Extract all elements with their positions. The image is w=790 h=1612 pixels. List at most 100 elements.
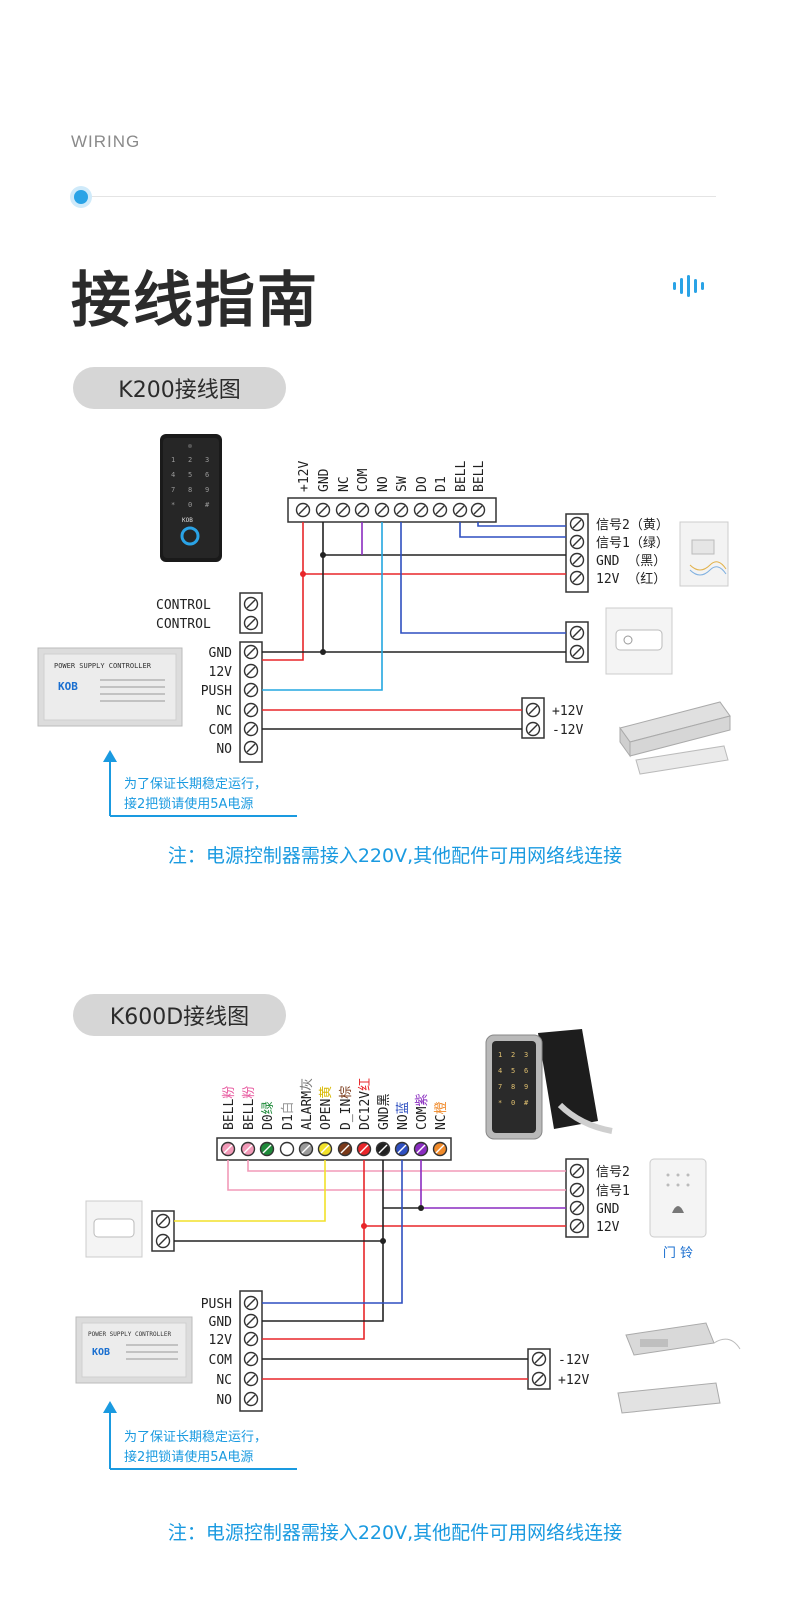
svg-text:5: 5 bbox=[511, 1067, 515, 1075]
k200-bell-screw bbox=[569, 570, 585, 586]
k200-terminal-label: D1 bbox=[434, 476, 449, 492]
svg-text:4: 4 bbox=[498, 1067, 502, 1075]
k600d-terminal-color: 蓝 bbox=[396, 1101, 411, 1114]
k600d-terminal-name: BELL bbox=[242, 1099, 257, 1130]
k200-control-block: CONTROL CONTROL bbox=[156, 592, 263, 634]
k200-terminal-screw bbox=[393, 502, 409, 518]
k600d-terminal-name: GND bbox=[377, 1106, 392, 1130]
k600d-terminal-screw bbox=[356, 1141, 372, 1157]
k600d-section-label: K600D接线图 bbox=[73, 994, 286, 1036]
k600d-psu-screw bbox=[243, 1331, 259, 1347]
k600d-terminal-screw bbox=[279, 1141, 295, 1157]
k200-terminal-label: GND bbox=[317, 468, 332, 492]
k600d-terminal-color: 橙 bbox=[434, 1101, 449, 1114]
k600d-terminal-color: 粉 bbox=[222, 1086, 237, 1099]
k200-terminal-screw bbox=[432, 502, 448, 518]
k200-terminal-screw bbox=[374, 502, 390, 518]
svg-text:#: # bbox=[524, 1099, 529, 1107]
k200-bell-screw bbox=[569, 534, 585, 550]
k200-footer-note: 注：电源控制器需接入220V,其他配件可用网络线连接 bbox=[168, 845, 622, 867]
k600d-terminal-label: GND黑 bbox=[377, 1094, 392, 1131]
svg-text:8: 8 bbox=[188, 486, 192, 494]
k600d-terminal-screw bbox=[317, 1141, 333, 1157]
k600d-terminal-label: NC橙 bbox=[434, 1101, 449, 1130]
k600d-terminal-label: D_IN棕 bbox=[339, 1086, 354, 1130]
k600d-terminal-color: 黄 bbox=[319, 1086, 334, 1099]
k600d-terminal-color: 黑 bbox=[377, 1094, 392, 1107]
k600d-terminal-screw bbox=[413, 1141, 429, 1157]
control-screw bbox=[243, 596, 259, 612]
k200-bell-terminal-label: 12V （红） bbox=[596, 571, 666, 587]
k200-bell-screw bbox=[569, 516, 585, 532]
section-kicker: WIRING bbox=[71, 132, 141, 151]
k200-note-line1: 为了保证长期稳定运行， bbox=[124, 776, 267, 792]
k200-keypad-brand: KOB bbox=[182, 517, 193, 524]
svg-text:7: 7 bbox=[171, 486, 175, 494]
svg-text:1: 1 bbox=[171, 456, 175, 464]
k600d-terminal-name: DC12V bbox=[358, 1091, 373, 1130]
svg-text:3: 3 bbox=[524, 1051, 528, 1059]
k200-terminal-label: NC bbox=[337, 476, 352, 492]
k600d-exit-screw bbox=[155, 1233, 171, 1249]
k600d-terminal-name: NO bbox=[396, 1114, 411, 1130]
k200-psu-screw bbox=[243, 644, 259, 660]
k600d-terminal-name: D0 bbox=[261, 1114, 276, 1130]
control-label-1: CONTROL bbox=[156, 598, 211, 613]
svg-text:1: 1 bbox=[498, 1051, 502, 1059]
k600d-terminal-name: NC bbox=[434, 1114, 449, 1130]
k200-bell-terminal-label: 信号1（绿） bbox=[596, 536, 669, 551]
k600d-bell-terminal-block bbox=[565, 1158, 589, 1238]
svg-text:*: * bbox=[498, 1099, 502, 1107]
k600d-psu-brand: KOB bbox=[92, 1347, 110, 1358]
k600d-terminal-label: NO蓝 bbox=[396, 1101, 411, 1130]
k200-lock-terminal-label: -12V bbox=[552, 723, 583, 738]
k600d-terminal-screw bbox=[432, 1141, 448, 1157]
k600d-bell-label: 门 铃 bbox=[663, 1246, 693, 1261]
k200-lock-screw bbox=[525, 721, 541, 737]
k200-psu-terminal-label: PUSH bbox=[201, 684, 232, 699]
k600d-bell-terminal-label: 12V bbox=[596, 1220, 620, 1235]
k200-psu-screw bbox=[243, 721, 259, 737]
svg-text:0: 0 bbox=[188, 501, 192, 509]
k600d-lock-screw bbox=[531, 1371, 547, 1387]
k200-section-label: K200接线图 bbox=[73, 367, 286, 409]
k600d-psu-screw bbox=[243, 1391, 259, 1407]
k600d-terminal-color: 绿 bbox=[261, 1101, 276, 1114]
svg-text:9: 9 bbox=[524, 1083, 528, 1091]
k200-terminal-screw bbox=[354, 502, 370, 518]
k600d-psu-label: POWER SUPPLY CONTROLLER bbox=[88, 1331, 171, 1338]
svg-text:#: # bbox=[205, 501, 210, 509]
k200-maglock-device bbox=[619, 701, 731, 775]
k600d-terminal-name: COM bbox=[415, 1106, 430, 1130]
k200-exit-button-device bbox=[605, 607, 673, 675]
k600d-exit-button-device bbox=[85, 1200, 143, 1258]
svg-text:6: 6 bbox=[205, 471, 209, 479]
timeline-dot bbox=[74, 190, 88, 204]
k200-lock-screw bbox=[525, 702, 541, 718]
k600d-psu-device: POWER SUPPLY CONTROLLER KOB bbox=[75, 1316, 193, 1384]
k600d-terminal-label: D1白 bbox=[280, 1101, 296, 1130]
k200-psu-label: POWER SUPPLY CONTROLLER bbox=[54, 662, 152, 670]
k200-terminal-label: BELL bbox=[472, 461, 487, 492]
k200-psu-terminal-label: NC bbox=[216, 704, 232, 719]
svg-text:8: 8 bbox=[511, 1083, 515, 1091]
k600d-psu-screw bbox=[243, 1295, 259, 1311]
k200-terminal-label: SW bbox=[395, 476, 410, 492]
k200-psu-screw bbox=[243, 663, 259, 679]
k200-terminal-label: NO bbox=[376, 476, 391, 492]
k200-terminal-label: BELL bbox=[454, 461, 469, 492]
k600d-bell-screw bbox=[569, 1200, 585, 1216]
k600d-terminal-label: BELL粉 bbox=[222, 1086, 237, 1130]
k200-terminal-screw bbox=[413, 502, 429, 518]
svg-text:9: 9 bbox=[205, 486, 209, 494]
k600d-bell-screw bbox=[569, 1218, 585, 1234]
k600d-terminal-screw bbox=[298, 1141, 314, 1157]
k200-exit-screw bbox=[569, 625, 585, 641]
k600d-bell-terminal-label: 信号2 bbox=[596, 1165, 630, 1180]
k600d-footer-note: 注：电源控制器需接入220V,其他配件可用网络线连接 bbox=[168, 1522, 622, 1544]
k600d-terminal-label: OPEN黄 bbox=[319, 1086, 334, 1130]
k600d-terminal-color: 棕 bbox=[339, 1086, 354, 1099]
k600d-terminal-color: 粉 bbox=[242, 1086, 257, 1099]
